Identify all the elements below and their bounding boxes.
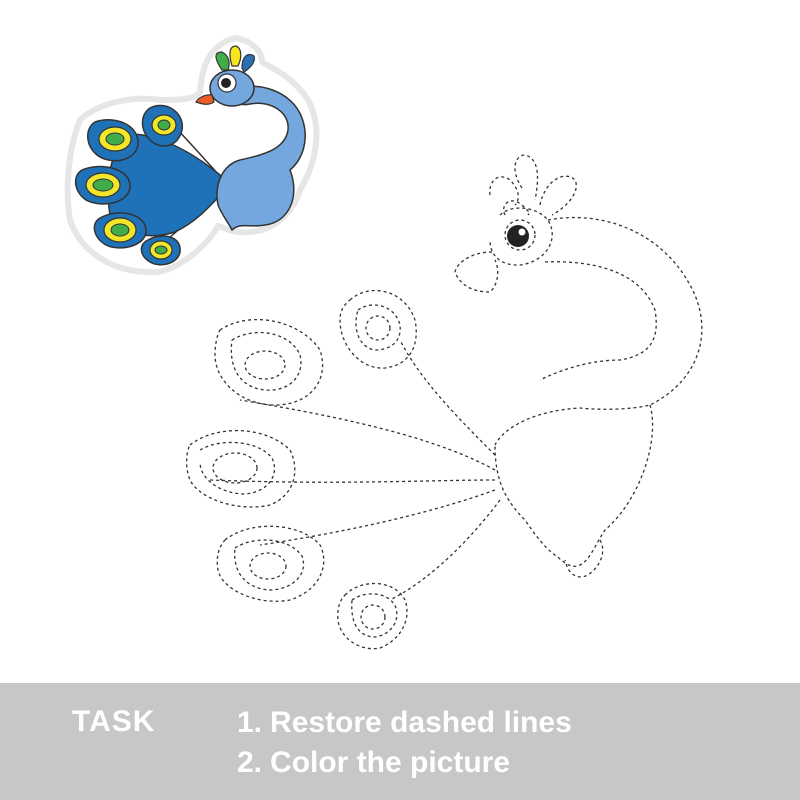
tail-feather-1 [141,104,183,147]
peacock-colored-icon [64,34,320,276]
tail-feather-4 [93,212,147,249]
drawing-area [64,34,703,650]
tail-feather-5 [140,235,181,266]
task-bar: TASK 1.Restore dashed lines 2.Color the … [0,683,800,800]
task-step-number: 1. [237,706,263,739]
task-steps: 1.Restore dashed lines 2.Color the pictu… [237,703,572,783]
task-step-number: 2. [237,746,263,779]
task-step-1: 1.Restore dashed lines [237,703,572,743]
task-step-text: Restore dashed lines [270,706,572,739]
peacock-dashed-outline-icon [185,154,703,650]
outline-eye-icon [504,219,536,251]
tail-feather-2 [87,119,139,162]
task-step-text: Color the picture [270,746,511,779]
task-step-2: 2.Color the picture [237,743,572,783]
task-label: TASK [72,705,156,738]
tail-feather-3 [74,165,131,205]
